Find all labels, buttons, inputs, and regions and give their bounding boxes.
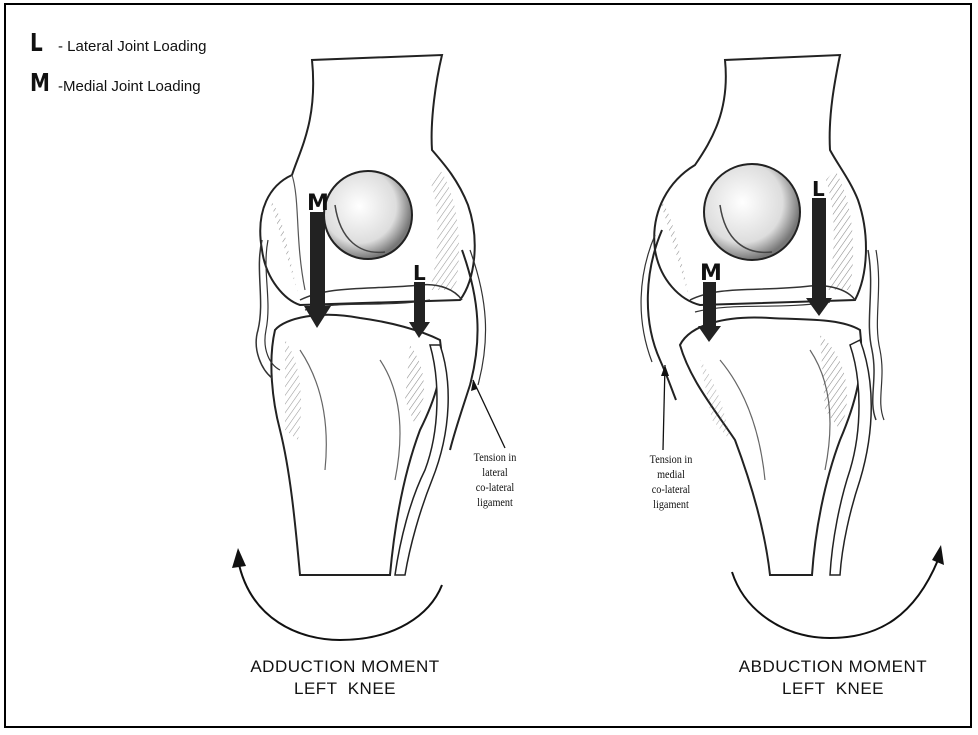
left-arrow-label-lateral: L	[413, 261, 426, 285]
left-ligament-note: Tension in lateral co-lateral ligament	[457, 450, 534, 510]
left-note-line: lateral	[457, 465, 534, 480]
left-tibia	[271, 315, 441, 575]
right-ligament-note: Tension in medial co-lateral ligament	[633, 452, 710, 512]
right-caption-line-2: LEFT KNEE	[708, 678, 958, 700]
right-caption: ABDUCTION MOMENT LEFT KNEE	[708, 656, 958, 700]
left-knee-drawing	[232, 55, 505, 640]
right-patella	[704, 164, 800, 260]
right-arrow-label-medial: M	[700, 261, 722, 286]
left-note-line: Tension in	[457, 450, 534, 465]
right-knee-drawing	[641, 55, 944, 638]
left-caption-line-2: LEFT KNEE	[220, 678, 470, 700]
left-note-line: co-lateral	[457, 480, 534, 495]
right-note-line: ligament	[633, 497, 710, 512]
left-caption-line-1: ADDUCTION MOMENT	[220, 656, 470, 678]
right-note-line: co-lateral	[633, 482, 710, 497]
left-arrow-label-medial: M	[307, 191, 329, 216]
left-note-line: ligament	[457, 495, 534, 510]
left-caption: ADDUCTION MOMENT LEFT KNEE	[220, 656, 470, 700]
right-note-line: Tension in	[633, 452, 710, 467]
right-note-line: medial	[633, 467, 710, 482]
right-caption-line-1: ABDUCTION MOMENT	[708, 656, 958, 678]
right-arrow-label-lateral: L	[812, 177, 825, 201]
